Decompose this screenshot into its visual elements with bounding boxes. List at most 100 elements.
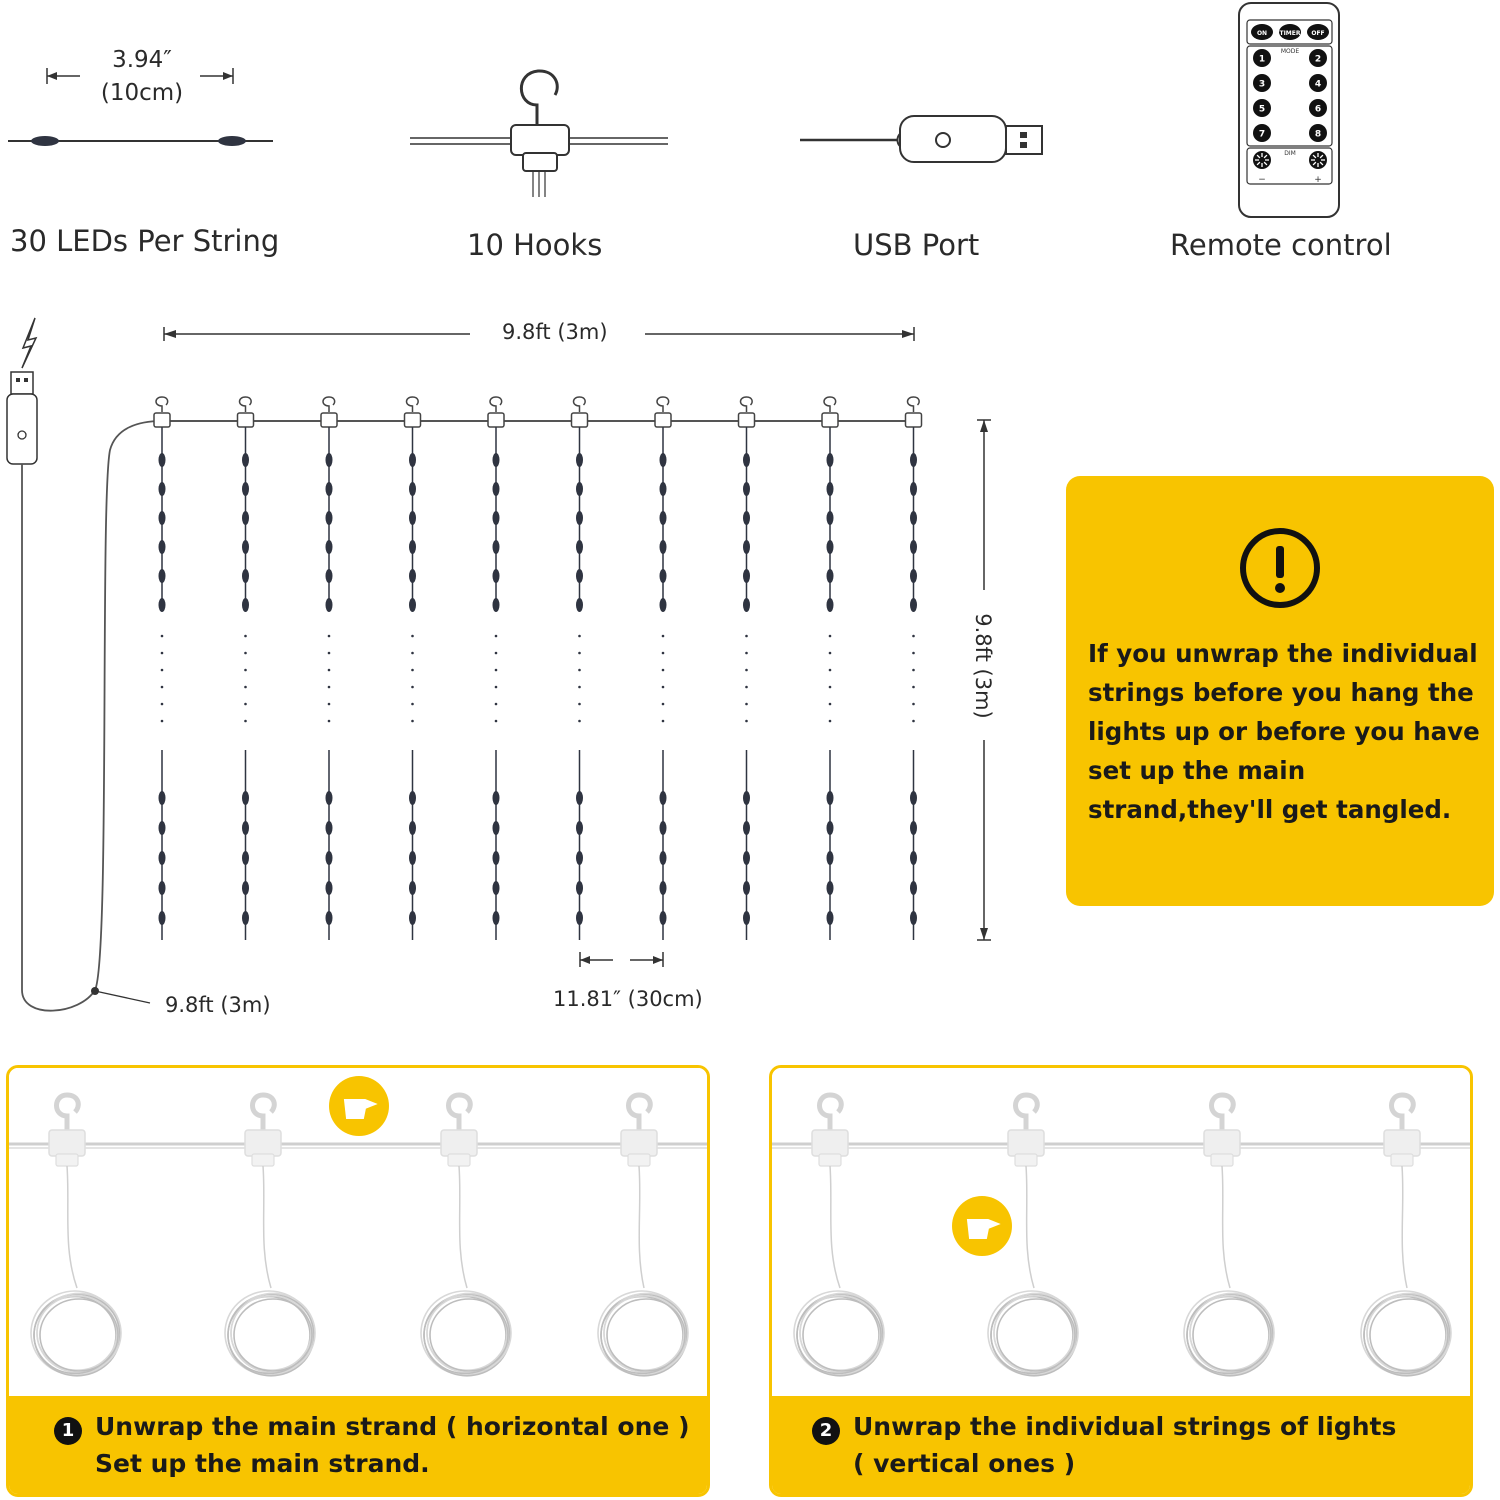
continuation-dot bbox=[661, 651, 665, 655]
led-bulb bbox=[826, 569, 834, 583]
led-bulb bbox=[158, 821, 166, 835]
hook-clip bbox=[487, 412, 505, 428]
step-2-line-2: ( vertical ones ) bbox=[853, 1449, 1076, 1478]
remote-mode-label: MODE bbox=[1281, 48, 1300, 55]
remote-number-button bbox=[1309, 99, 1327, 117]
continuation-dot bbox=[411, 685, 414, 689]
led-bulb bbox=[743, 453, 750, 467]
led-bulb bbox=[576, 598, 583, 612]
led-bulb bbox=[910, 453, 917, 467]
led-bulb bbox=[409, 569, 416, 583]
remote-number-label: 5 bbox=[1259, 105, 1265, 115]
remote-number-label: 8 bbox=[1315, 130, 1321, 140]
brightness-ray bbox=[1312, 154, 1317, 159]
led-bulb bbox=[576, 569, 583, 583]
led-bulb bbox=[910, 482, 917, 496]
led-bulb bbox=[659, 911, 667, 925]
hook-clip bbox=[821, 412, 839, 428]
step-number-badge: 1 bbox=[54, 1417, 82, 1445]
string-spacing-label: 11.81″ (30cm) bbox=[553, 987, 703, 1011]
led-bulb bbox=[743, 569, 750, 583]
hook-clip bbox=[55, 1153, 79, 1167]
arrowhead bbox=[980, 928, 988, 940]
hook-clip bbox=[904, 412, 923, 428]
photo-background bbox=[772, 1068, 1470, 1398]
hanging-wire bbox=[829, 1165, 841, 1289]
hook bbox=[322, 396, 336, 412]
led-bulb bbox=[910, 851, 917, 865]
remote-number-button bbox=[1253, 49, 1271, 67]
led-string-graphic bbox=[8, 68, 273, 146]
remote-control-label: Remote control bbox=[1170, 228, 1392, 262]
continuation-dot bbox=[244, 651, 247, 655]
hook-clip bbox=[737, 412, 756, 428]
coiled-light-string bbox=[429, 1298, 509, 1372]
led-bulb bbox=[325, 851, 333, 865]
hanging-wire bbox=[1221, 1165, 1231, 1289]
controller-button bbox=[17, 430, 27, 440]
continuation-dot bbox=[578, 702, 581, 706]
continuation-dot bbox=[244, 702, 247, 706]
continuation-dot bbox=[244, 634, 247, 638]
continuation-dot bbox=[494, 651, 498, 655]
coiled-light-string bbox=[996, 1298, 1076, 1372]
led-bulb bbox=[743, 511, 750, 525]
arrowhead bbox=[653, 956, 663, 964]
led-bulb bbox=[659, 821, 667, 835]
led-bulb bbox=[910, 791, 917, 805]
led-bulb bbox=[492, 881, 500, 895]
hook bbox=[54, 1092, 81, 1132]
remote-button-label: OFF bbox=[1311, 30, 1324, 37]
hook-clip bbox=[236, 412, 255, 428]
led-bulb bbox=[576, 881, 583, 895]
step-footer: 2 Unwrap the individual strings of light… bbox=[772, 1396, 1470, 1494]
led-bulb bbox=[910, 598, 917, 612]
led-bulb bbox=[826, 482, 834, 496]
power-cable bbox=[21, 420, 163, 1012]
led-bulb bbox=[576, 482, 583, 496]
arrowhead bbox=[902, 330, 914, 338]
remote-number-button bbox=[1253, 74, 1271, 92]
continuation-dot bbox=[661, 634, 665, 638]
continuation-dot bbox=[160, 685, 164, 689]
continuation-dot bbox=[411, 668, 414, 672]
led-bulb bbox=[910, 911, 917, 925]
arrowhead bbox=[164, 330, 176, 338]
remote-button-label: ON bbox=[1257, 30, 1267, 37]
led-bulb bbox=[242, 911, 249, 925]
led-bulb bbox=[242, 511, 249, 525]
led-bulb bbox=[325, 911, 333, 925]
led-bulb bbox=[492, 569, 500, 583]
hanging-wire bbox=[262, 1165, 272, 1289]
continuation-dot bbox=[828, 685, 832, 689]
led-bulb bbox=[409, 821, 416, 835]
continuation-dot bbox=[327, 668, 331, 672]
led-bulb bbox=[910, 569, 917, 583]
hanging-wire bbox=[1025, 1165, 1035, 1289]
continuation-dot bbox=[327, 651, 331, 655]
notice-text: If you unwrap the individual strings bef… bbox=[1088, 639, 1480, 824]
led-bulb bbox=[242, 851, 249, 865]
led-bulb bbox=[492, 511, 500, 525]
remote-button bbox=[1251, 24, 1273, 40]
brightness-ray bbox=[1256, 161, 1261, 166]
continuation-dot bbox=[244, 668, 247, 672]
led-bulb bbox=[409, 540, 416, 554]
led-bulb bbox=[492, 453, 500, 467]
continuation-dot bbox=[745, 685, 748, 689]
led-bulb bbox=[242, 453, 249, 467]
led-bulb bbox=[743, 482, 750, 496]
remote-minus-label: − bbox=[1258, 175, 1266, 185]
hanging-wire bbox=[1401, 1165, 1408, 1289]
led-bulb bbox=[576, 511, 583, 525]
coiled-light-string bbox=[233, 1298, 313, 1372]
led-bulb bbox=[409, 598, 416, 612]
hook-clip bbox=[440, 1129, 478, 1157]
led-bulb bbox=[242, 881, 249, 895]
led-bulb bbox=[910, 881, 917, 895]
led-bulb bbox=[409, 911, 416, 925]
hook bbox=[626, 1092, 653, 1132]
led-bulb bbox=[659, 598, 667, 612]
led-bulb bbox=[158, 791, 166, 805]
step-1-line-2: Set up the main strand. bbox=[95, 1449, 430, 1478]
